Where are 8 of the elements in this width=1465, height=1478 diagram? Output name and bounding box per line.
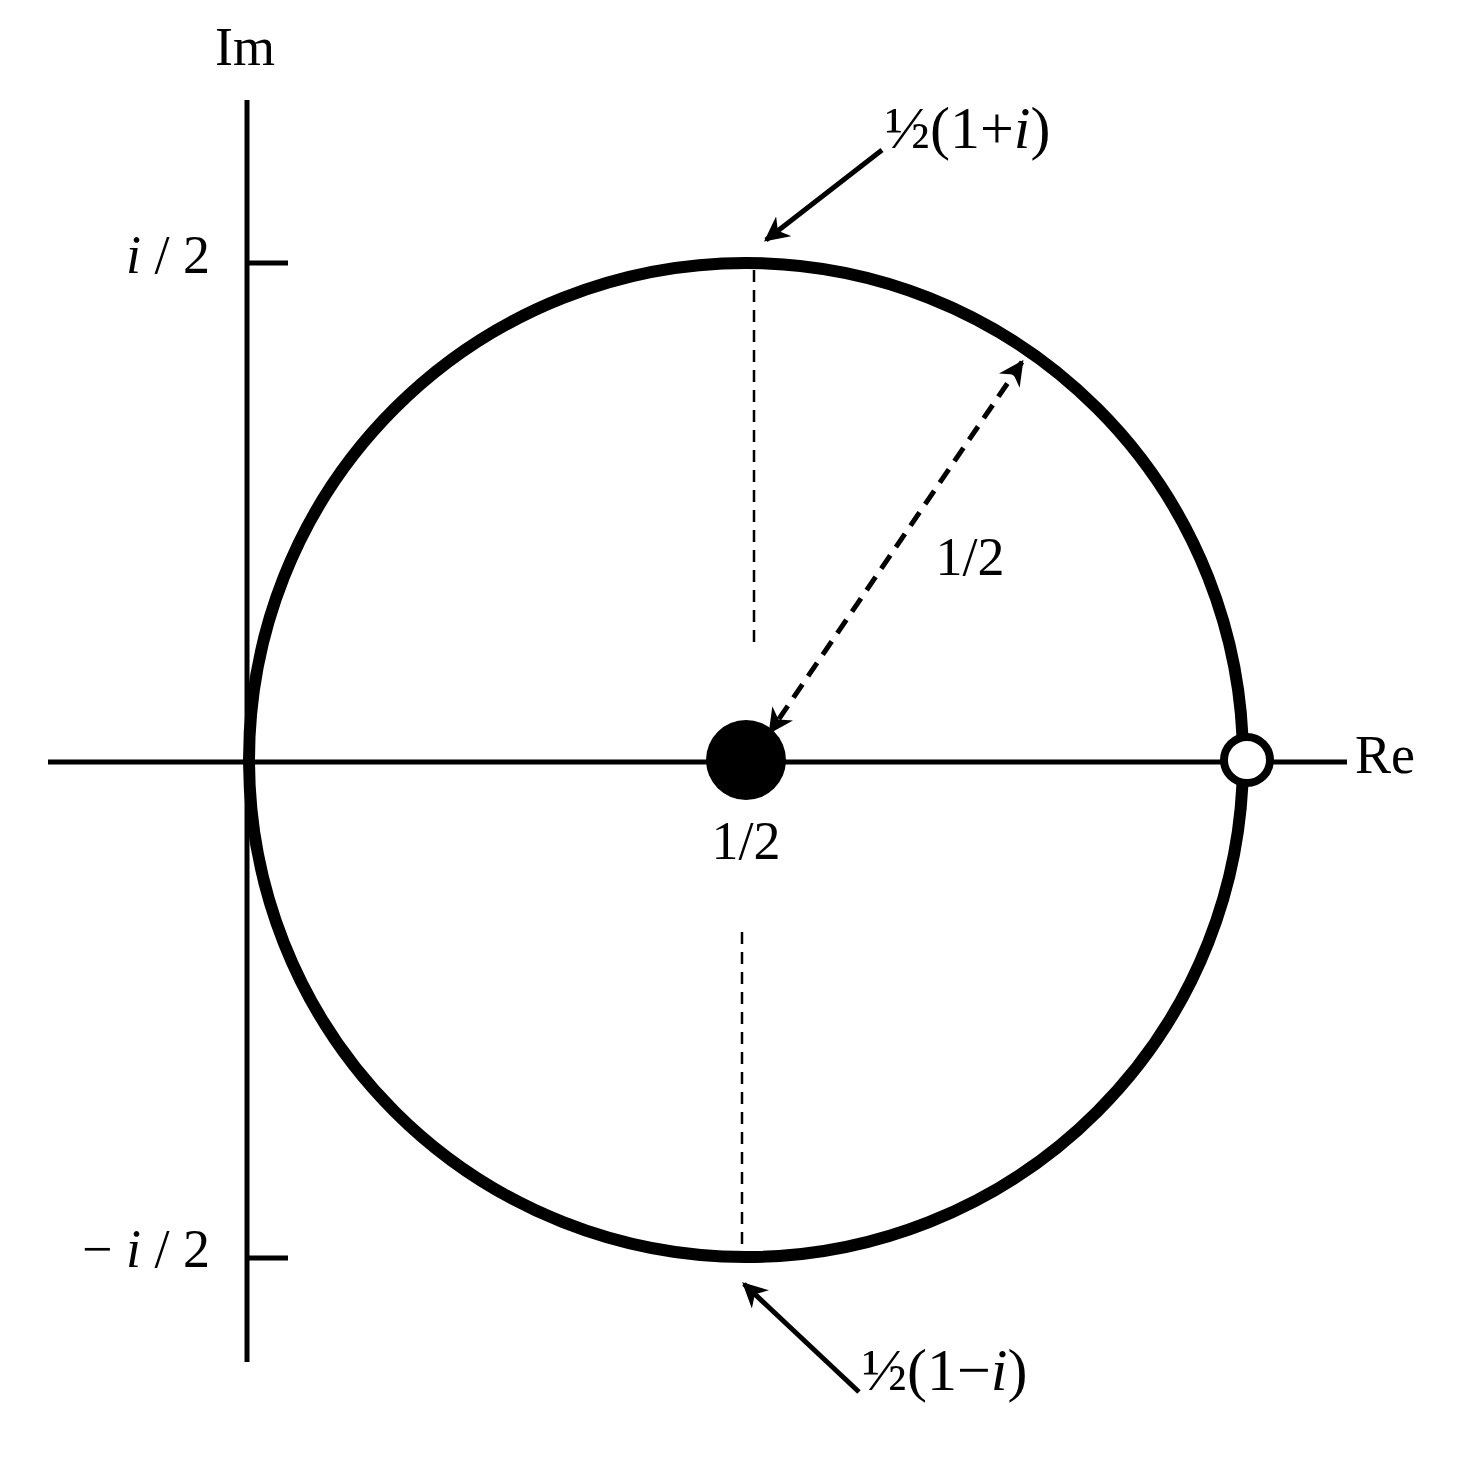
axis-label: Im <box>214 20 276 74</box>
leader-arrow <box>742 1282 861 1394</box>
axis-label: Re <box>1355 728 1416 782</box>
leader-arrow <box>764 148 884 242</box>
point-label: 1/2 <box>710 814 782 868</box>
tick-label: i / 2 <box>124 228 210 282</box>
tick-label: − i / 2 <box>81 1222 210 1276</box>
dimension-label: 1/2 <box>934 530 1006 584</box>
